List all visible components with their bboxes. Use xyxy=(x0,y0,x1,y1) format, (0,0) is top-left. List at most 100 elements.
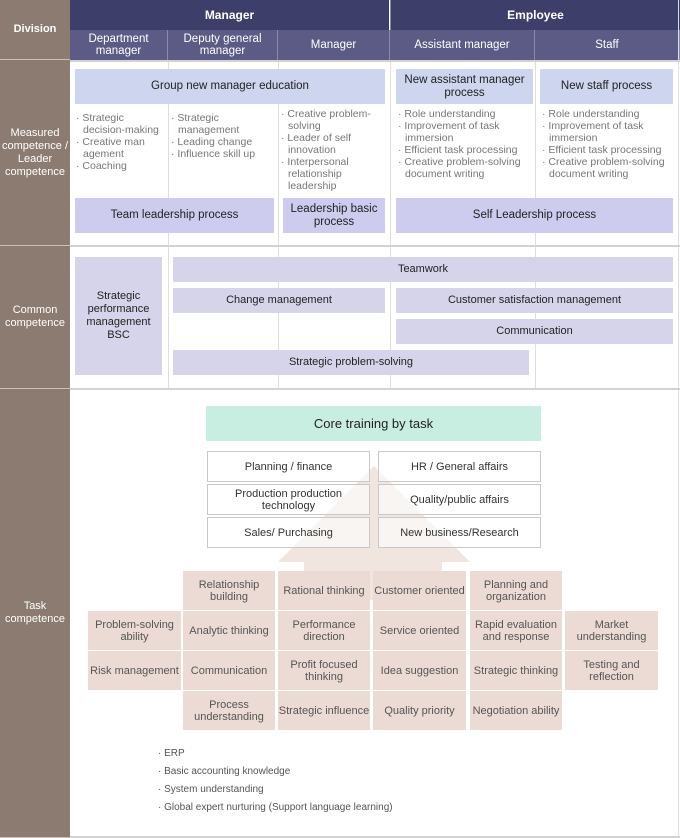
subheader-2: Manager xyxy=(278,30,390,60)
task-area-box-label: Production production technology xyxy=(234,487,342,512)
list-item: Leading change xyxy=(171,136,275,148)
competency-list: Role understandingImprovement of task im… xyxy=(398,108,532,180)
list-item: Creative problem-solving document writin… xyxy=(542,156,676,180)
competency-list: Strategic decision-makingCreative man ag… xyxy=(76,112,166,172)
division-header-label: Division xyxy=(13,23,57,35)
competency-box-label: Planning and organization xyxy=(483,578,549,603)
common-competence-box-label: Strategic performance management BSC xyxy=(86,290,151,341)
competency-box: Relationship building xyxy=(183,571,275,610)
task-area-box-label: New business/Research xyxy=(400,526,519,539)
task-area-box-label: Sales/ Purchasing xyxy=(244,526,333,539)
division-header: Division xyxy=(0,0,70,60)
list-item: System understanding xyxy=(158,781,393,799)
competency-box-label: Strategic influence xyxy=(278,704,370,717)
row-label-measured-label: Measured competence / Leader competence xyxy=(1,126,69,178)
column-divider xyxy=(278,60,279,389)
competency-box-label: Market understanding xyxy=(576,618,647,643)
competency-box-label: Risk management xyxy=(90,664,179,677)
row-label-measured: Measured competence / Leader competence xyxy=(0,60,70,246)
subheader-0: Department manager xyxy=(70,30,168,60)
task-area-box-label: HR / General affairs xyxy=(410,460,508,473)
competency-box-label: Profit focused thinking xyxy=(290,658,358,683)
top-program-box-label: New staff process xyxy=(560,80,653,92)
competency-box: Risk management xyxy=(88,651,181,690)
competency-box: Analytic thinking xyxy=(183,611,275,650)
process-box: Leadership basic process xyxy=(283,198,385,233)
competency-box: Negotiation ability xyxy=(470,691,562,730)
competency-box: Quality priority xyxy=(373,691,466,730)
common-competence-box-label: Customer satisfaction management xyxy=(447,294,622,306)
competency-box-label: Service oriented xyxy=(379,624,460,637)
competency-box-label: Process understanding xyxy=(194,698,264,723)
manager-header-label: Manager xyxy=(204,8,255,22)
row-divider xyxy=(70,245,680,247)
list-item: Creative problem-solving document writin… xyxy=(398,156,532,180)
list-item: Global expert nurturing (Support languag… xyxy=(158,799,392,817)
common-competence-box: Teamwork xyxy=(173,257,673,282)
task-area-box: HR / General affairs xyxy=(378,451,541,482)
competency-box-label: Communication xyxy=(190,664,268,677)
competency-box-label: Relationship building xyxy=(198,578,260,603)
process-box-label: Self Leadership process xyxy=(472,209,597,221)
competency-box: Rational thinking xyxy=(278,571,370,610)
core-training-title: Core training by task xyxy=(206,406,541,441)
competency-box-label: Rapid evaluation and response xyxy=(475,618,557,643)
row-label-common-label: Common competence xyxy=(5,304,65,329)
list-item: Coaching xyxy=(76,160,166,172)
top-program-box: New assistant manager process xyxy=(396,69,533,104)
list-item: Influence skill up xyxy=(171,148,275,160)
list-item: Strategic management xyxy=(171,112,275,136)
arrow-shape xyxy=(278,466,470,600)
list-item: Leader of self innovation xyxy=(281,132,387,156)
competency-box-label: Performance direction xyxy=(292,618,356,643)
task-area-box: Planning / finance xyxy=(207,451,370,482)
competency-box-label: Testing and reflection xyxy=(583,658,640,683)
list-item: Efficient task processing xyxy=(542,144,676,156)
competency-list: Role understandingImprovement of task im… xyxy=(542,108,676,180)
task-area-box: New business/Research xyxy=(378,517,541,548)
common-competence-box-label: Strategic problem-solving xyxy=(288,356,414,368)
competency-box: Planning and organization xyxy=(470,571,562,610)
competency-list: Creative problem-solvingLeader of self i… xyxy=(281,108,387,192)
common-competence-box-label: Communication xyxy=(496,325,573,337)
competency-box-label: Idea suggestion xyxy=(380,664,459,677)
competency-box: Process understanding xyxy=(183,691,275,730)
row-divider xyxy=(70,60,680,62)
list-item: Strategic decision-making xyxy=(76,112,166,136)
common-competence-box-label: Change management xyxy=(226,294,332,306)
common-competence-box-label: Teamwork xyxy=(397,263,449,275)
subheader-4: Staff xyxy=(535,30,680,60)
competency-box: Problem-solving ability xyxy=(88,611,181,650)
right-border xyxy=(678,0,679,838)
task-area-box: Production production technology xyxy=(207,484,370,515)
competency-box: Strategic thinking xyxy=(470,651,562,690)
common-competence-box: Customer satisfaction management xyxy=(396,288,673,313)
top-program-box-label: Group new manager education xyxy=(151,80,309,92)
subheader-3-label: Assistant manager xyxy=(414,39,510,51)
competency-box-label: Problem-solving ability xyxy=(95,618,174,643)
list-item: Improvement of task immersion xyxy=(398,120,532,144)
task-area-box-label: Quality/public affairs xyxy=(410,493,509,506)
row-divider xyxy=(70,836,680,838)
competency-box-label: Analytic thinking xyxy=(189,624,269,637)
extra-training-list: ERPBasic accounting knowledgeSystem unde… xyxy=(158,745,393,817)
list-item: Creative problem-solving xyxy=(281,108,387,132)
row-label-task-label: Task competence xyxy=(5,600,65,625)
competency-box: Communication xyxy=(183,651,275,690)
competency-box-label: Rational thinking xyxy=(283,584,365,597)
competency-box: Strategic influence xyxy=(278,691,370,730)
list-item: Basic accounting knowledge xyxy=(158,763,393,781)
task-area-box: Sales/ Purchasing xyxy=(207,517,370,548)
common-competence-box: Strategic problem-solving xyxy=(173,350,529,375)
subheader-1: Deputy general manager xyxy=(168,30,278,60)
task-area-box: Quality/public affairs xyxy=(378,484,541,515)
core-training-title-label: Core training by task xyxy=(313,416,434,431)
competency-box: Service oriented xyxy=(373,611,466,650)
top-program-box: Group new manager education xyxy=(75,69,385,104)
competency-box: Testing and reflection xyxy=(565,651,658,690)
competency-list: Strategic managementLeading changeInflue… xyxy=(171,112,275,160)
competency-box: Profit focused thinking xyxy=(278,651,370,690)
competency-box-label: Strategic thinking xyxy=(473,664,559,677)
top-program-box: New staff process xyxy=(540,69,673,104)
common-competence-box: Communication xyxy=(396,319,673,344)
